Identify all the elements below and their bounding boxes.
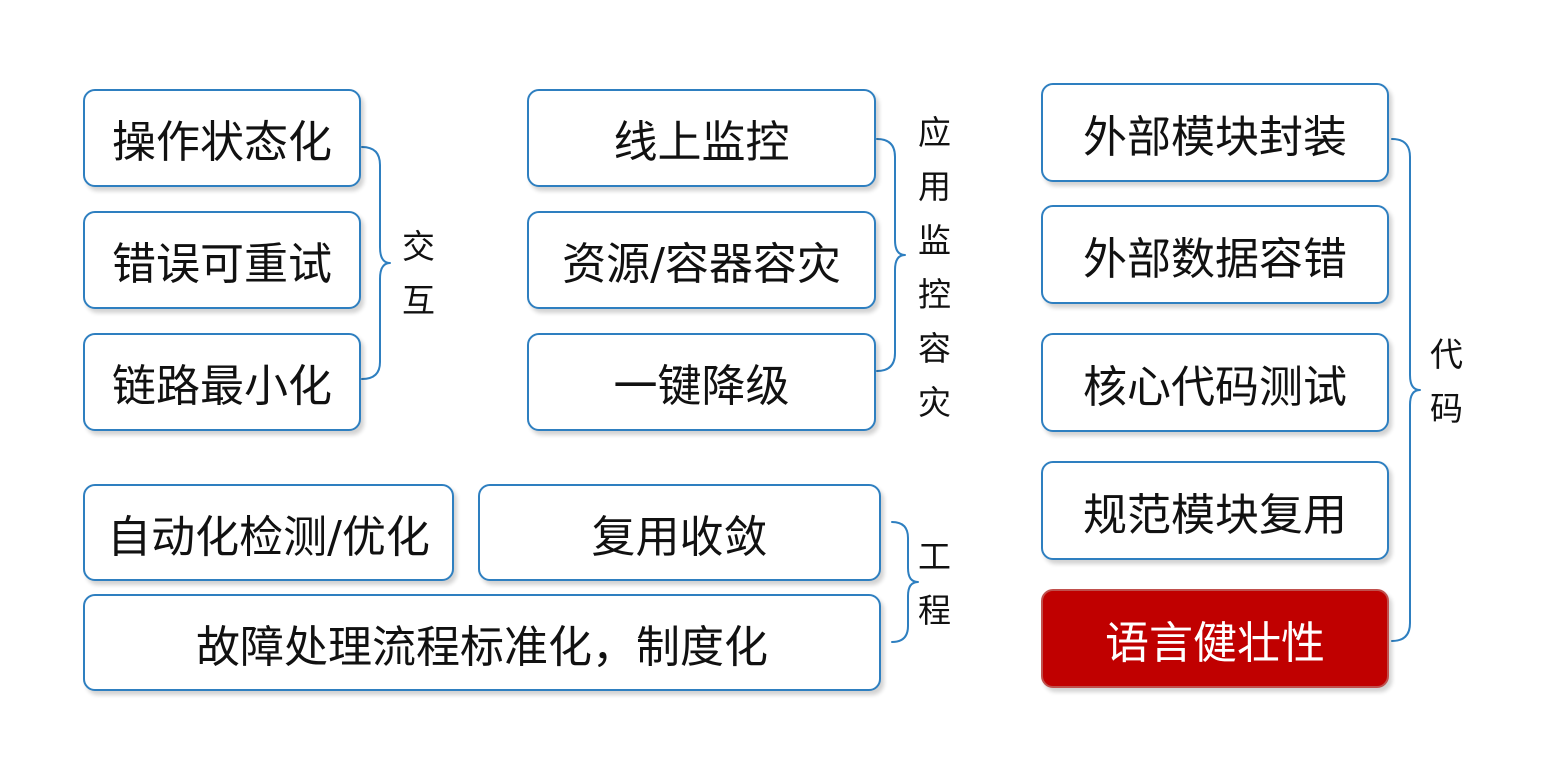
monitoring-item-2: 资源/容器容灾 (527, 211, 876, 309)
engineering-label-char-2: 程 (918, 591, 951, 630)
code-item-1: 外部模块封装 (1041, 83, 1389, 182)
monitoring-label-char-5: 容 (918, 329, 951, 368)
monitoring-label-char-2: 用 (918, 167, 951, 206)
interaction-item-2: 错误可重试 (83, 211, 361, 309)
engineering-label: 工 程 (918, 530, 951, 638)
code-item-3: 核心代码测试 (1041, 333, 1389, 432)
engineering-item-2: 复用收敛 (478, 484, 881, 581)
engineering-label-char-1: 工 (918, 537, 951, 576)
interaction-label: 交 互 (402, 220, 435, 328)
monitoring-item-3: 一键降级 (527, 333, 876, 431)
engineering-item-1: 自动化检测/优化 (83, 484, 454, 581)
code-label: 代 码 (1430, 328, 1463, 436)
code-item-2: 外部数据容错 (1041, 205, 1389, 304)
monitoring-label: 应 用 监 控 容 灾 (918, 106, 951, 430)
interaction-bracket (361, 146, 391, 380)
monitoring-label-char-4: 控 (918, 275, 951, 314)
code-bracket (1391, 138, 1421, 642)
interaction-label-char-2: 互 (402, 281, 435, 320)
monitoring-item-1: 线上监控 (527, 89, 876, 187)
monitoring-label-char-3: 监 (918, 221, 951, 260)
engineering-item-3: 故障处理流程标准化，制度化 (83, 594, 881, 691)
engineering-bracket (891, 521, 919, 643)
code-label-char-1: 代 (1430, 335, 1463, 374)
monitoring-bracket (876, 138, 906, 372)
interaction-item-3: 链路最小化 (83, 333, 361, 431)
code-item-5-highlighted: 语言健壮性 (1041, 589, 1389, 688)
monitoring-label-char-1: 应 (918, 113, 951, 152)
interaction-item-1: 操作状态化 (83, 89, 361, 187)
code-label-char-2: 码 (1430, 389, 1463, 428)
interaction-label-char-1: 交 (402, 227, 435, 266)
monitoring-label-char-6: 灾 (918, 383, 951, 422)
code-item-4: 规范模块复用 (1041, 461, 1389, 560)
